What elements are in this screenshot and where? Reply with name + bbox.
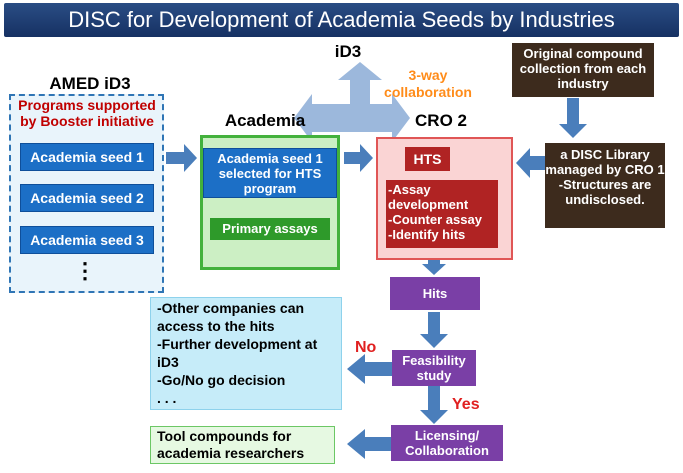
hts-label: HTS: [405, 147, 450, 171]
no-outcome-1: -Other companies can access to the hits: [157, 300, 305, 334]
academia-selected-seed: Academia seed 1 selected for HTS program: [203, 148, 337, 198]
collaboration-arrow: [294, 62, 410, 142]
collaboration-label: 3-way collaboration: [384, 67, 472, 100]
tool-compounds-box: Tool compounds for academia researchers: [150, 426, 335, 464]
academia-seed-1: Academia seed 1: [20, 143, 154, 171]
academia-seed-3: Academia seed 3: [20, 226, 154, 254]
yes-label: Yes: [452, 396, 480, 413]
disc-library: a DISC Library managed by CRO 1 -Structu…: [545, 143, 665, 228]
academia-header: Academia: [224, 111, 306, 130]
feasibility-study-box: Feasibility study: [392, 350, 476, 386]
no-outcome-3: -Go/No go decision: [157, 372, 286, 388]
primary-assays: Primary assays: [210, 218, 330, 240]
no-outcome-ellipsis: . . .: [157, 390, 177, 406]
cro2-header: CRO 2: [415, 111, 467, 130]
arrow-academia-to-cro2: [344, 144, 373, 172]
arrow-licensing-to-tools: [347, 429, 391, 459]
arrow-feasibility-to-no: [347, 354, 394, 384]
amed-programs-label: Programs supported by Booster initiative: [18, 97, 156, 129]
arrow-original-to-library: [559, 98, 587, 138]
no-label: No: [355, 339, 377, 356]
hits-box: Hits: [390, 277, 480, 310]
amed-header: AMED iD3: [49, 74, 131, 93]
arrow-library-to-cro2: [516, 148, 546, 178]
hts-tasks: -Assay development -Counter assay -Ident…: [386, 180, 498, 248]
licensing-box: Licensing/ Collaboration: [391, 425, 503, 461]
hts-task-3: -Identify hits: [388, 227, 466, 242]
no-outcomes-box: -Other companies can access to the hits …: [150, 297, 342, 410]
arrow-cro2-to-hits: [422, 260, 446, 275]
hts-task-2: -Counter assay: [388, 212, 482, 227]
more-seeds-ellipsis: ⋮: [74, 258, 96, 283]
hts-task-1: -Assay development: [388, 182, 469, 212]
no-outcome-2: -Further development at iD3: [157, 336, 318, 370]
id3-label: iD3: [334, 42, 362, 61]
page-title: DISC for Development of Academia Seeds b…: [4, 3, 679, 37]
original-collection: Original compound collection from each i…: [512, 43, 654, 97]
arrow-hits-to-feasibility: [420, 312, 448, 348]
arrow-feasibility-to-licensing: [420, 386, 448, 424]
academia-seed-2: Academia seed 2: [20, 184, 154, 212]
arrow-amed-to-academia: [166, 144, 197, 172]
